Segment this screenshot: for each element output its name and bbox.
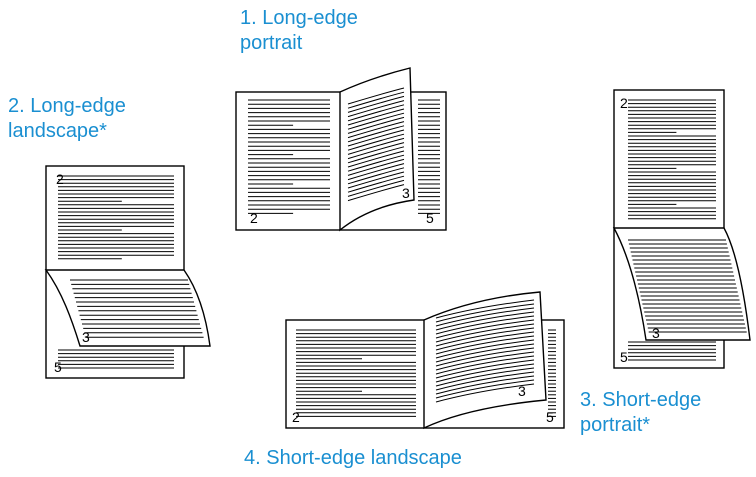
text-line — [347, 137, 405, 155]
turned-page-text-lines — [347, 87, 405, 202]
text-line — [347, 142, 405, 160]
page-number: 3 — [652, 325, 660, 341]
text-line — [435, 351, 535, 371]
booklet-long-edge-portrait: 2 3 5 — [235, 67, 447, 232]
page-number: 2 — [250, 210, 258, 226]
text-line — [347, 91, 405, 109]
text-line — [347, 133, 405, 151]
caption-long-edge-portrait: 1. Long-edge portrait — [240, 6, 358, 56]
text-line — [435, 355, 535, 375]
text-line — [435, 379, 535, 399]
text-line — [347, 171, 405, 189]
page-number: 2 — [56, 171, 64, 187]
caption-line: portrait* — [580, 414, 651, 436]
caption-short-edge-landscape: 4. Short-edge landscape — [244, 446, 462, 471]
bottom-text-lines — [628, 341, 716, 361]
text-line — [347, 129, 405, 147]
text-line — [347, 95, 405, 113]
caption-line: portrait — [240, 32, 303, 54]
left-text-lines — [296, 329, 416, 417]
text-line — [435, 311, 535, 331]
text-line — [347, 158, 405, 176]
text-line — [347, 121, 405, 139]
page-number: 2 — [620, 95, 628, 111]
text-line — [347, 179, 405, 197]
page-number: 3 — [518, 383, 526, 399]
page-number: 5 — [546, 409, 554, 425]
text-line — [435, 303, 535, 323]
page-number: 5 — [54, 359, 62, 375]
text-line — [347, 116, 405, 134]
text-line — [435, 371, 535, 391]
booklet-short-edge-landscape: 2 3 5 — [285, 291, 565, 430]
text-line — [435, 383, 535, 403]
text-line — [347, 184, 405, 202]
text-line — [435, 315, 535, 335]
caption-line: 1. Long-edge — [240, 7, 358, 29]
top-text-lines — [628, 99, 716, 220]
text-line — [347, 150, 405, 168]
text-line — [347, 104, 405, 122]
text-line — [435, 299, 535, 319]
text-line — [347, 175, 405, 193]
back-right-text-lines — [418, 99, 440, 214]
top-text-lines — [58, 175, 174, 260]
text-line — [347, 163, 405, 181]
text-line — [435, 323, 535, 343]
text-line — [435, 327, 535, 347]
bottom-text-lines — [58, 349, 174, 369]
booklet-short-edge-portrait: 2 3 5 — [612, 89, 751, 369]
text-line — [435, 307, 535, 327]
text-line — [347, 146, 405, 164]
caption-long-edge-landscape: 2. Long-edge landscape* — [8, 94, 126, 144]
text-line — [435, 339, 535, 359]
booklet-long-edge-landscape: 2 3 5 — [44, 165, 211, 379]
text-line — [435, 359, 535, 379]
back-right-text-lines — [548, 329, 556, 417]
text-line — [435, 335, 535, 355]
page-number: 2 — [292, 409, 300, 425]
text-line — [435, 363, 535, 383]
text-line — [435, 375, 535, 395]
caption-short-edge-portrait: 3. Short-edge portrait* — [580, 388, 701, 438]
text-line — [435, 343, 535, 363]
text-line — [347, 167, 405, 185]
caption-line: 4. Short-edge landscape — [244, 447, 462, 469]
text-line — [347, 100, 405, 118]
text-line — [435, 331, 535, 351]
caption-line: 3. Short-edge — [580, 389, 702, 411]
caption-line: 2. Long-edge — [8, 95, 126, 117]
text-line — [347, 125, 405, 143]
page-number: 3 — [82, 329, 90, 345]
text-line — [347, 87, 405, 105]
page-number: 3 — [402, 185, 410, 201]
turned-page-text-lines — [628, 239, 747, 333]
page-number: 5 — [426, 210, 434, 226]
turned-page-text-lines — [70, 279, 204, 338]
page-number: 5 — [620, 349, 628, 365]
text-line — [347, 154, 405, 172]
text-line — [435, 319, 535, 339]
text-line — [435, 347, 535, 367]
turned-page-text-lines — [435, 299, 535, 403]
text-line — [347, 108, 405, 126]
caption-line: landscape* — [8, 120, 107, 142]
text-line — [435, 367, 535, 387]
left-text-lines — [248, 99, 330, 214]
text-line — [347, 112, 405, 130]
